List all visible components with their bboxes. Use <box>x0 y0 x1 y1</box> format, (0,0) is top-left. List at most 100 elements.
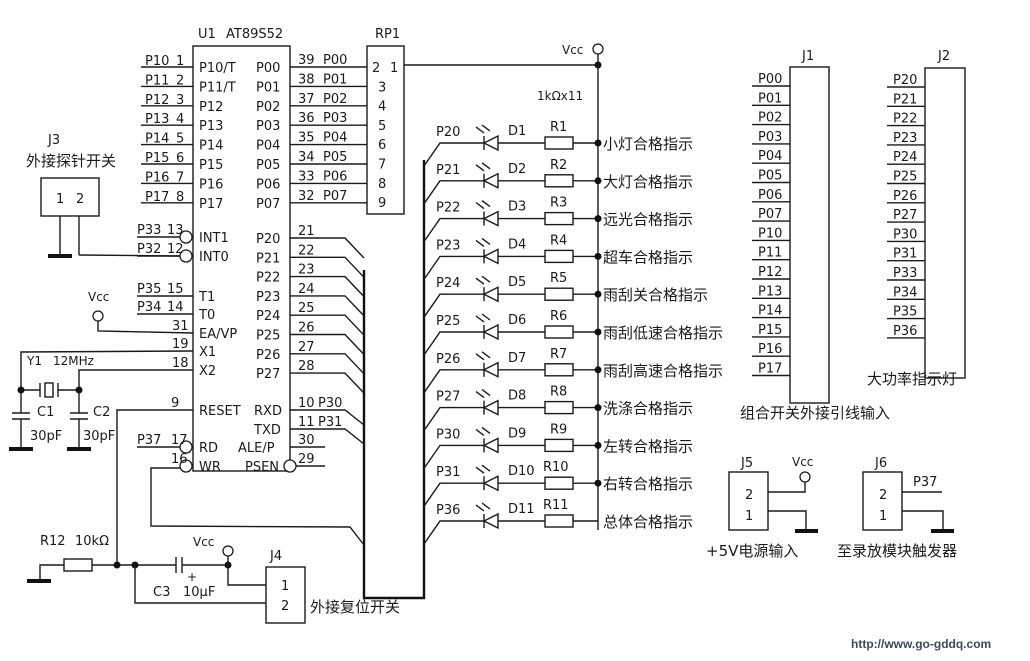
inversion-bubble-icon <box>283 459 297 473</box>
rp1-pin-number: 5 <box>378 119 386 134</box>
u1-pin-name: P02 <box>256 100 280 115</box>
resistor-ref: R11 <box>543 498 569 513</box>
r12-value: 10kΩ <box>75 534 109 549</box>
led-function-label: 左转合格指示 <box>603 437 693 455</box>
led-ref: D11 <box>508 502 535 517</box>
j1-pin-label: P03 <box>758 130 782 145</box>
u1-pin-name: P16 <box>199 177 223 192</box>
u1-pin-number: 18 <box>172 356 189 371</box>
j2-pin-label: P36 <box>893 324 917 339</box>
led-ref: D10 <box>508 464 535 479</box>
c3-value: 10μF <box>183 585 215 600</box>
u1-net-label: P37 <box>137 433 161 448</box>
led-net-label: P36 <box>436 503 460 518</box>
reset-circuit: R12 10kΩ + C3 10μF Vcc J4 1 2 外接复位开关 <box>27 409 400 624</box>
u1-net-label: P16 <box>145 170 169 185</box>
rp1-pin-number: 1 <box>390 61 398 76</box>
resistor-icon <box>544 211 574 226</box>
led-function-label: 雨刮低速合格指示 <box>603 324 723 342</box>
resistor-ref: R10 <box>543 460 569 475</box>
led-net-label: P30 <box>436 427 460 442</box>
u1-pin-number: 7 <box>176 170 184 185</box>
light-emission-icon <box>475 502 491 512</box>
u1-pin-name: T1 <box>198 290 215 305</box>
j2-ref: J2 <box>937 49 950 64</box>
u1-net-label: P00 <box>323 53 347 68</box>
c2-ref: C2 <box>93 405 110 420</box>
u1-pin-name: P22 <box>256 271 280 286</box>
u1-pin-name: P12 <box>199 100 223 115</box>
u1-net-label: P34 <box>137 300 161 315</box>
resistor-ref: R4 <box>550 233 567 248</box>
resistor-icon <box>544 136 574 150</box>
u1-pin-name: P21 <box>256 251 280 266</box>
u1-pin-name: EA/VP <box>199 327 237 342</box>
led-ref: D9 <box>508 426 526 441</box>
u1-pin-number: 14 <box>167 300 184 315</box>
u1-pin-name: P24 <box>256 309 280 324</box>
j5-ref: J5 <box>740 456 753 471</box>
u1-pin-number: 8 <box>176 190 184 205</box>
u1-net-label: P17 <box>145 190 169 205</box>
u1-net-label: P15 <box>145 151 169 166</box>
j3-caption: 外接探针开关 <box>26 152 116 170</box>
u1-pin-number: 39 <box>298 53 315 68</box>
u1-pin-name: P05 <box>256 158 280 173</box>
resistor-ref: R9 <box>550 422 567 437</box>
inversion-bubble-icon <box>179 440 193 454</box>
u1-pin-number: 26 <box>298 321 315 336</box>
u1-pin-number: 38 <box>298 72 315 87</box>
u1-pin-number: 12 <box>167 242 184 257</box>
j4-pin-2: 2 <box>281 599 289 614</box>
j3-connector: J3 外接探针开关 1 2 <box>26 133 181 258</box>
j5-pin-2: 2 <box>745 488 753 503</box>
u1-ref: U1 <box>198 27 216 42</box>
vcc-terminal-icon <box>592 43 604 55</box>
led-function-label: 总体合格指示 <box>603 513 693 531</box>
inversion-bubble-icon <box>179 249 193 263</box>
resistor-ref: R2 <box>550 158 567 173</box>
u1-pin-name: P03 <box>256 119 280 134</box>
c1-value: 30pF <box>30 429 62 444</box>
u1-net-label: P32 <box>137 242 161 257</box>
j2-pin-label: P27 <box>893 208 917 223</box>
j6-caption: 至录放模块触发器 <box>837 542 957 560</box>
u1-pin-name: RD <box>199 441 218 456</box>
u1-pin-number: 3 <box>176 93 184 108</box>
j1-caption: 组合开关外接引线输入 <box>740 404 890 422</box>
u1-net-label: P05 <box>323 150 347 165</box>
u1-pin-number: 17 <box>171 433 188 448</box>
vcc-terminal-icon <box>222 545 234 557</box>
u1-pin-number: 6 <box>176 151 184 166</box>
j1-pin-label: P10 <box>758 226 782 241</box>
j2-pin-label: P23 <box>893 131 917 146</box>
vcc-label-top: Vcc <box>562 43 583 57</box>
u1-pin-number: 31 <box>172 319 189 334</box>
j5-caption: +5V电源输入 <box>706 542 798 560</box>
led-diode-icon <box>482 437 499 454</box>
resistor-icon <box>544 400 574 415</box>
u1-pin-name: P00 <box>256 61 280 76</box>
u1-pin-number: 2 <box>176 73 184 88</box>
j1-pin-label: P14 <box>758 304 782 319</box>
u1-pin-name: P04 <box>256 139 280 154</box>
j1-pin-label: P01 <box>758 91 782 106</box>
vcc-terminal-icon <box>92 310 104 322</box>
j2-pin-label: P34 <box>893 285 917 300</box>
led-function-label: 远光合格指示 <box>603 211 693 229</box>
u1-pin-number: 37 <box>298 92 315 107</box>
u1-pin-number: 13 <box>167 223 184 238</box>
j1-pin-label: P07 <box>758 207 782 222</box>
y1-value: 12MHz <box>53 354 94 368</box>
u1-net-label: P03 <box>323 111 347 126</box>
u1-pin-number: 5 <box>176 132 184 147</box>
light-emission-icon <box>475 162 491 172</box>
led-ref: D2 <box>508 162 526 177</box>
rp1-pin-number: 2 <box>372 61 380 76</box>
j1-connector: J1 P00P01P02P03P04P05P06P07P10P11P12P13P… <box>740 49 890 422</box>
